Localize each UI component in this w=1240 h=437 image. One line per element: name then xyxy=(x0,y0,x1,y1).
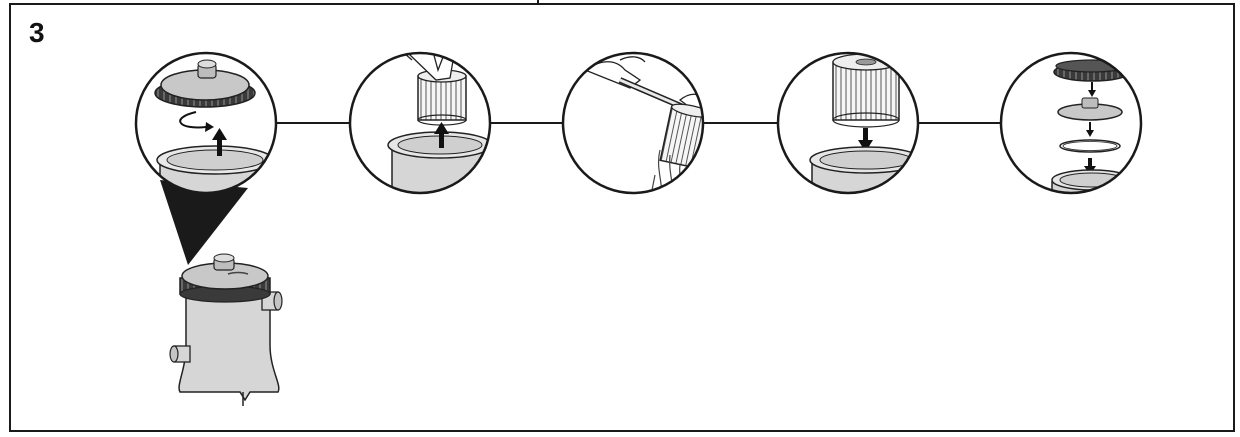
step-circle-rinse-cartridge xyxy=(561,51,705,195)
step-number: 3 xyxy=(29,17,45,48)
up-arrow-icon xyxy=(434,122,449,134)
up-arrow-icon xyxy=(212,128,227,140)
filter-cartridge xyxy=(417,75,467,121)
step-circle-remove-cartridge xyxy=(348,51,492,195)
panel-border xyxy=(9,3,1235,432)
rotate-arrow-icon xyxy=(179,111,207,129)
o-ring xyxy=(1059,139,1121,153)
down-arrow-icon xyxy=(858,140,873,152)
filter-cartridge xyxy=(832,61,900,121)
step-circle-insert-cartridge xyxy=(776,51,920,195)
step-circle-unscrew-lid xyxy=(134,51,278,195)
pool-filter-pump xyxy=(169,253,283,406)
step-circle-reassemble xyxy=(999,51,1143,195)
callout-pointer xyxy=(160,180,248,265)
